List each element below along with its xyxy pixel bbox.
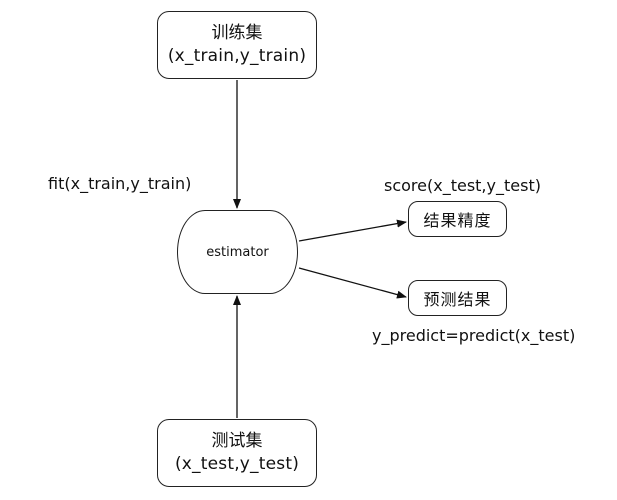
predict-edge-label: y_predict=predict(x_test) — [372, 326, 576, 345]
test-set-params: (x_test,y_test) — [174, 454, 300, 474]
prediction-result-node: 预测结果 — [408, 280, 507, 316]
score-edge-label: score(x_test,y_test) — [384, 176, 541, 195]
fit-edge-label: fit(x_train,y_train) — [48, 174, 192, 193]
estimator-node: estimator — [177, 210, 298, 294]
estimator-to-prediction-arrow — [298, 267, 407, 299]
training-set-node: 训练集 (x_train,y_train) — [157, 11, 317, 79]
prediction-result-label: 预测结果 — [423, 290, 492, 309]
test-set-title: 测试集 — [211, 431, 263, 451]
estimator-to-accuracy-arrow — [298, 219, 407, 242]
accuracy-result-label: 结果精度 — [423, 211, 492, 230]
training-set-title: 训练集 — [211, 23, 263, 43]
training-set-params: (x_train,y_train) — [167, 46, 307, 66]
estimator-label: estimator — [206, 244, 269, 260]
accuracy-result-node: 结果精度 — [408, 201, 507, 237]
test-set-node: 测试集 (x_test,y_test) — [157, 419, 317, 487]
